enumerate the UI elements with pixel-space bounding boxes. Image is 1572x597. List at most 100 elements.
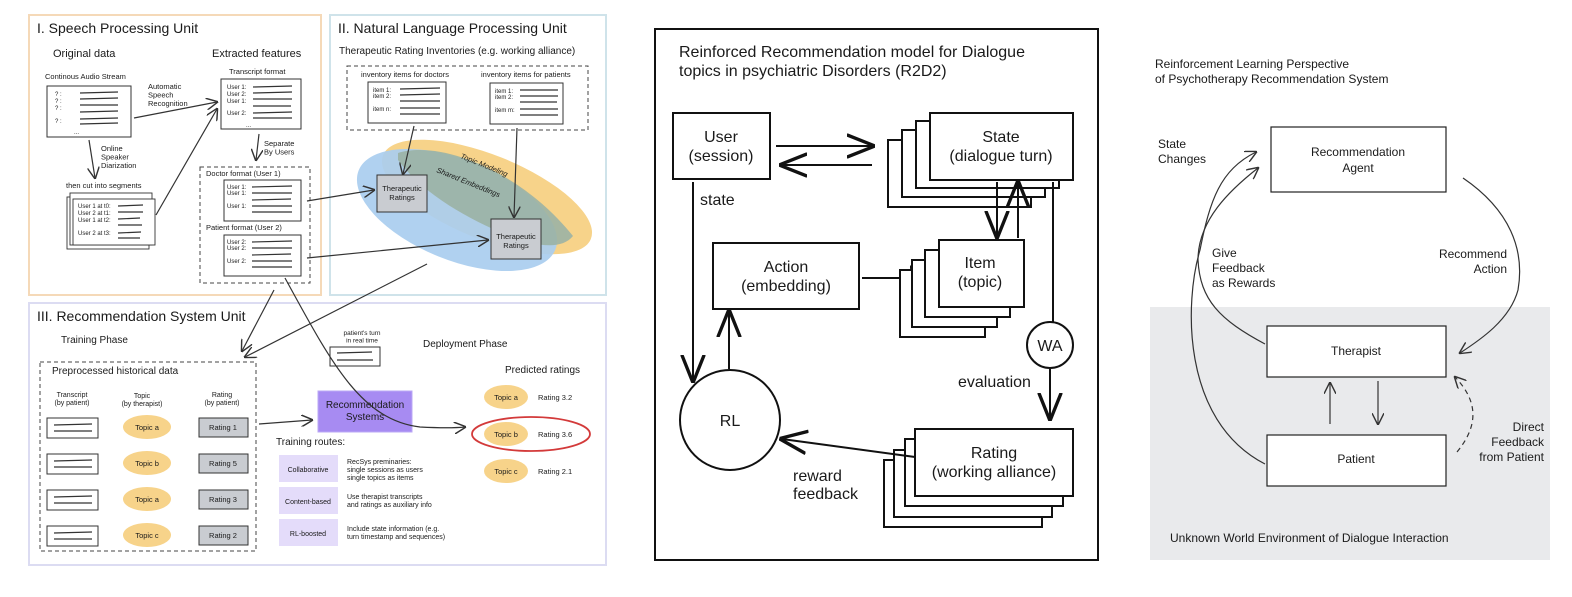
route-name: RL-boosted (290, 531, 326, 538)
rating-box-stack: Rating (working alliance) (883, 428, 1074, 528)
svg-text:User 2 at t1:: User 2 at t1: (78, 211, 111, 217)
svg-text:? :: ? : (55, 99, 62, 105)
svg-text:item n:: item n: (373, 107, 391, 113)
predicted-rating-item: Topic c Rating 2.1 (484, 459, 572, 483)
predicted-rating-value: Rating 2.1 (538, 467, 572, 476)
patient-state-changes-arrow (1190, 152, 1266, 465)
route-description: Use therapist transcripts (347, 494, 423, 501)
historical-row: Topic b Rating 5 (46, 451, 249, 475)
item-box-stack: Item (topic) (899, 239, 1025, 338)
direct-feedback-arrow (1455, 377, 1474, 453)
r2d2-title: Reinforced Recommendation model for Dial… (679, 44, 1025, 80)
svg-text:User 2 at t3:: User 2 at t3: (78, 231, 111, 237)
svg-text:(dialogue turn): (dialogue turn) (949, 148, 1052, 165)
predicted-topic-label: Topic c (494, 467, 518, 476)
patient-box: Patient (1266, 434, 1447, 487)
svg-text:User 2:: User 2: (227, 92, 247, 98)
svg-text:Item: Item (964, 255, 995, 272)
recommendation-agent-box: Recommendation Agent (1270, 126, 1447, 193)
highlight-ring (471, 416, 591, 452)
wa-circle: WA (1026, 321, 1074, 369)
predicted-topic-label: Topic a (494, 393, 519, 402)
rating-label: Rating 2 (209, 531, 237, 540)
user-box: User (session) (672, 112, 771, 180)
rating-box (198, 489, 249, 510)
evaluation-label: evaluation (958, 374, 1031, 391)
topic-label: Topic a (135, 495, 160, 504)
transcript-box: User 1: User 2: User 1: User 2: ... (220, 78, 302, 130)
segments-to-transcript-arrow (155, 109, 217, 216)
svg-text:User 1:: User 1: (227, 99, 247, 105)
deployment-phase-label: Deployment Phase (423, 339, 508, 350)
predicted-topic-ellipse (484, 459, 528, 483)
environment-label: Unknown World Environment of Dialogue In… (1170, 531, 1449, 545)
patient-turn-to-predicted-arrow (284, 277, 465, 428)
training-phase-label: Training Phase (61, 335, 128, 346)
svg-text:item m:: item m: (495, 108, 515, 114)
svg-text:Systems: Systems (346, 412, 384, 423)
panel-a: I. Speech Processing Unit Original data … (28, 14, 607, 566)
historical-data-group (39, 361, 257, 552)
svg-text:State: State (982, 129, 1019, 146)
rating-label: Rating 1 (209, 423, 237, 432)
topic-ellipse (123, 523, 171, 547)
topic-ellipse (123, 415, 171, 439)
route-description: single sessions as users (347, 467, 423, 474)
svg-text:Rating: Rating (971, 445, 1017, 462)
svg-text:User 2:: User 2: (227, 240, 247, 246)
predicted-topic-ellipse (484, 422, 528, 446)
svg-text:(by patient): (by patient) (204, 400, 239, 407)
svg-text:(by patient): (by patient) (54, 400, 89, 407)
segments-box: User 1 at t0: User 2 at t1: User 1 at t2… (66, 192, 156, 250)
svg-text:Topic: Topic (134, 393, 151, 400)
route-description: single topics as items (347, 475, 414, 482)
rating-label: Rating 3 (209, 495, 237, 504)
rating-to-rl-arrow (782, 439, 916, 458)
segments-label: then cut into segments (66, 181, 142, 190)
patient-format-label: Patient format (User 2) (206, 223, 282, 232)
svg-text:User 2:: User 2: (227, 246, 247, 252)
therapist-box: Therapist (1266, 325, 1447, 378)
svg-text:Action: Action (764, 259, 808, 276)
topic-ellipse (123, 451, 171, 475)
rating-label: Rating 5 (209, 459, 237, 468)
patient-turn-box (329, 346, 381, 367)
route-box (279, 487, 338, 514)
doctor-format-label: Doctor format (User 1) (206, 169, 281, 178)
svg-text:WA: WA (1037, 338, 1063, 355)
predicted-ratings-title: Predicted ratings (505, 365, 580, 376)
user-separation-group (199, 166, 311, 284)
patients-inventory-box: item 1: item 2: item m: (489, 82, 564, 125)
svg-text:RL: RL (720, 413, 741, 430)
topic-label: Topic b (135, 459, 159, 468)
action-box: Action (embedding) (712, 242, 860, 310)
patient-to-ratings-arrow (306, 240, 488, 259)
transcript-thumb (46, 525, 99, 547)
historical-row: Topic a Rating 3 (46, 487, 249, 511)
svg-text:item 1:: item 1: (495, 89, 513, 95)
svg-text:Therapeutic: Therapeutic (496, 232, 536, 241)
original-data-label: Original data (53, 48, 116, 60)
svg-text:Rating: Rating (212, 392, 232, 399)
svg-text:? :: ? : (55, 106, 62, 112)
svg-text:Agent: Agent (1342, 161, 1374, 175)
svg-text:Recommendation: Recommendation (326, 400, 404, 411)
svg-text:User 2:: User 2: (227, 259, 247, 265)
nlp-unit-title: II. Natural Language Processing Unit (338, 20, 567, 36)
nlp-subtitle: Therapeutic Rating Inventories (e.g. wor… (339, 46, 575, 57)
svg-text:Ratings: Ratings (389, 193, 415, 202)
